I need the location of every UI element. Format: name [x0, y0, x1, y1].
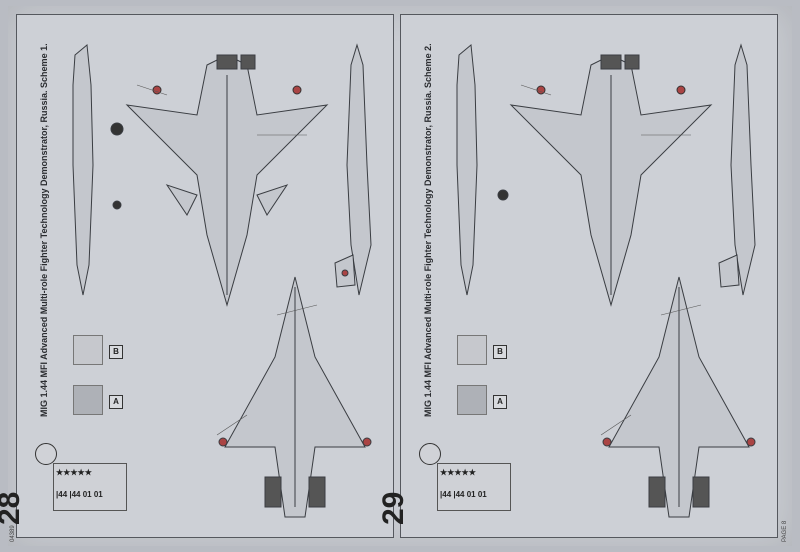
decal-sheet-preview: ★★★★★ |44 |44 01 01 — [53, 463, 127, 511]
swatch-label-a: A — [493, 395, 507, 409]
revell-emblem-icon — [35, 443, 57, 465]
top-view-aircraft — [509, 54, 713, 307]
color-swatch-b — [457, 335, 487, 365]
decal-row-stars: ★★★★★ — [440, 468, 476, 477]
swatch-label-b: B — [493, 345, 507, 359]
scheme-28-drawings — [72, 43, 372, 518]
swatch-label-b: B — [109, 345, 123, 359]
bottom-view-aircraft — [218, 276, 372, 518]
color-swatch-a — [457, 385, 487, 415]
bottom-view-aircraft — [602, 276, 756, 518]
side-view-right — [334, 43, 372, 296]
revell-emblem-icon — [419, 443, 441, 465]
decal-row-numbers: |44 |44 01 01 — [56, 490, 103, 499]
swatch-label-a: A — [109, 395, 123, 409]
decal-row-stars: ★★★★★ — [56, 468, 92, 477]
scheme-caption: MIG 1.44 MFI Advanced Multi-role Fighter… — [39, 43, 49, 417]
side-view-left — [456, 44, 509, 296]
side-view-right — [718, 43, 756, 296]
scheme-number: 29 — [377, 491, 410, 525]
scheme-29-drawings — [456, 43, 756, 518]
decal-row-numbers: |44 |44 01 01 — [440, 490, 487, 499]
color-swatch-b — [73, 335, 103, 365]
page-label: PAGE 8 — [782, 520, 788, 542]
scheme-caption: MIG 1.44 MFI Advanced Multi-role Fighter… — [423, 43, 433, 417]
scheme-28-panel: B A ★★★★★ |44 |44 01 01 MIG 1.44 MFI Adv… — [0, 14, 394, 538]
color-swatch-a — [73, 385, 103, 415]
scheme-29-panel: B A ★★★★★ |44 |44 01 01 MIG 1.44 MFI Adv… — [377, 14, 778, 538]
scheme-number: 28 — [0, 491, 26, 525]
instruction-sheet: B A ★★★★★ |44 |44 01 01 MIG 1.44 MFI Adv… — [0, 6, 792, 546]
top-view-aircraft — [125, 54, 329, 307]
catalog-number: 04389 — [10, 525, 16, 542]
decal-sheet-preview: ★★★★★ |44 |44 01 01 — [437, 463, 511, 511]
side-view-left — [72, 44, 124, 296]
